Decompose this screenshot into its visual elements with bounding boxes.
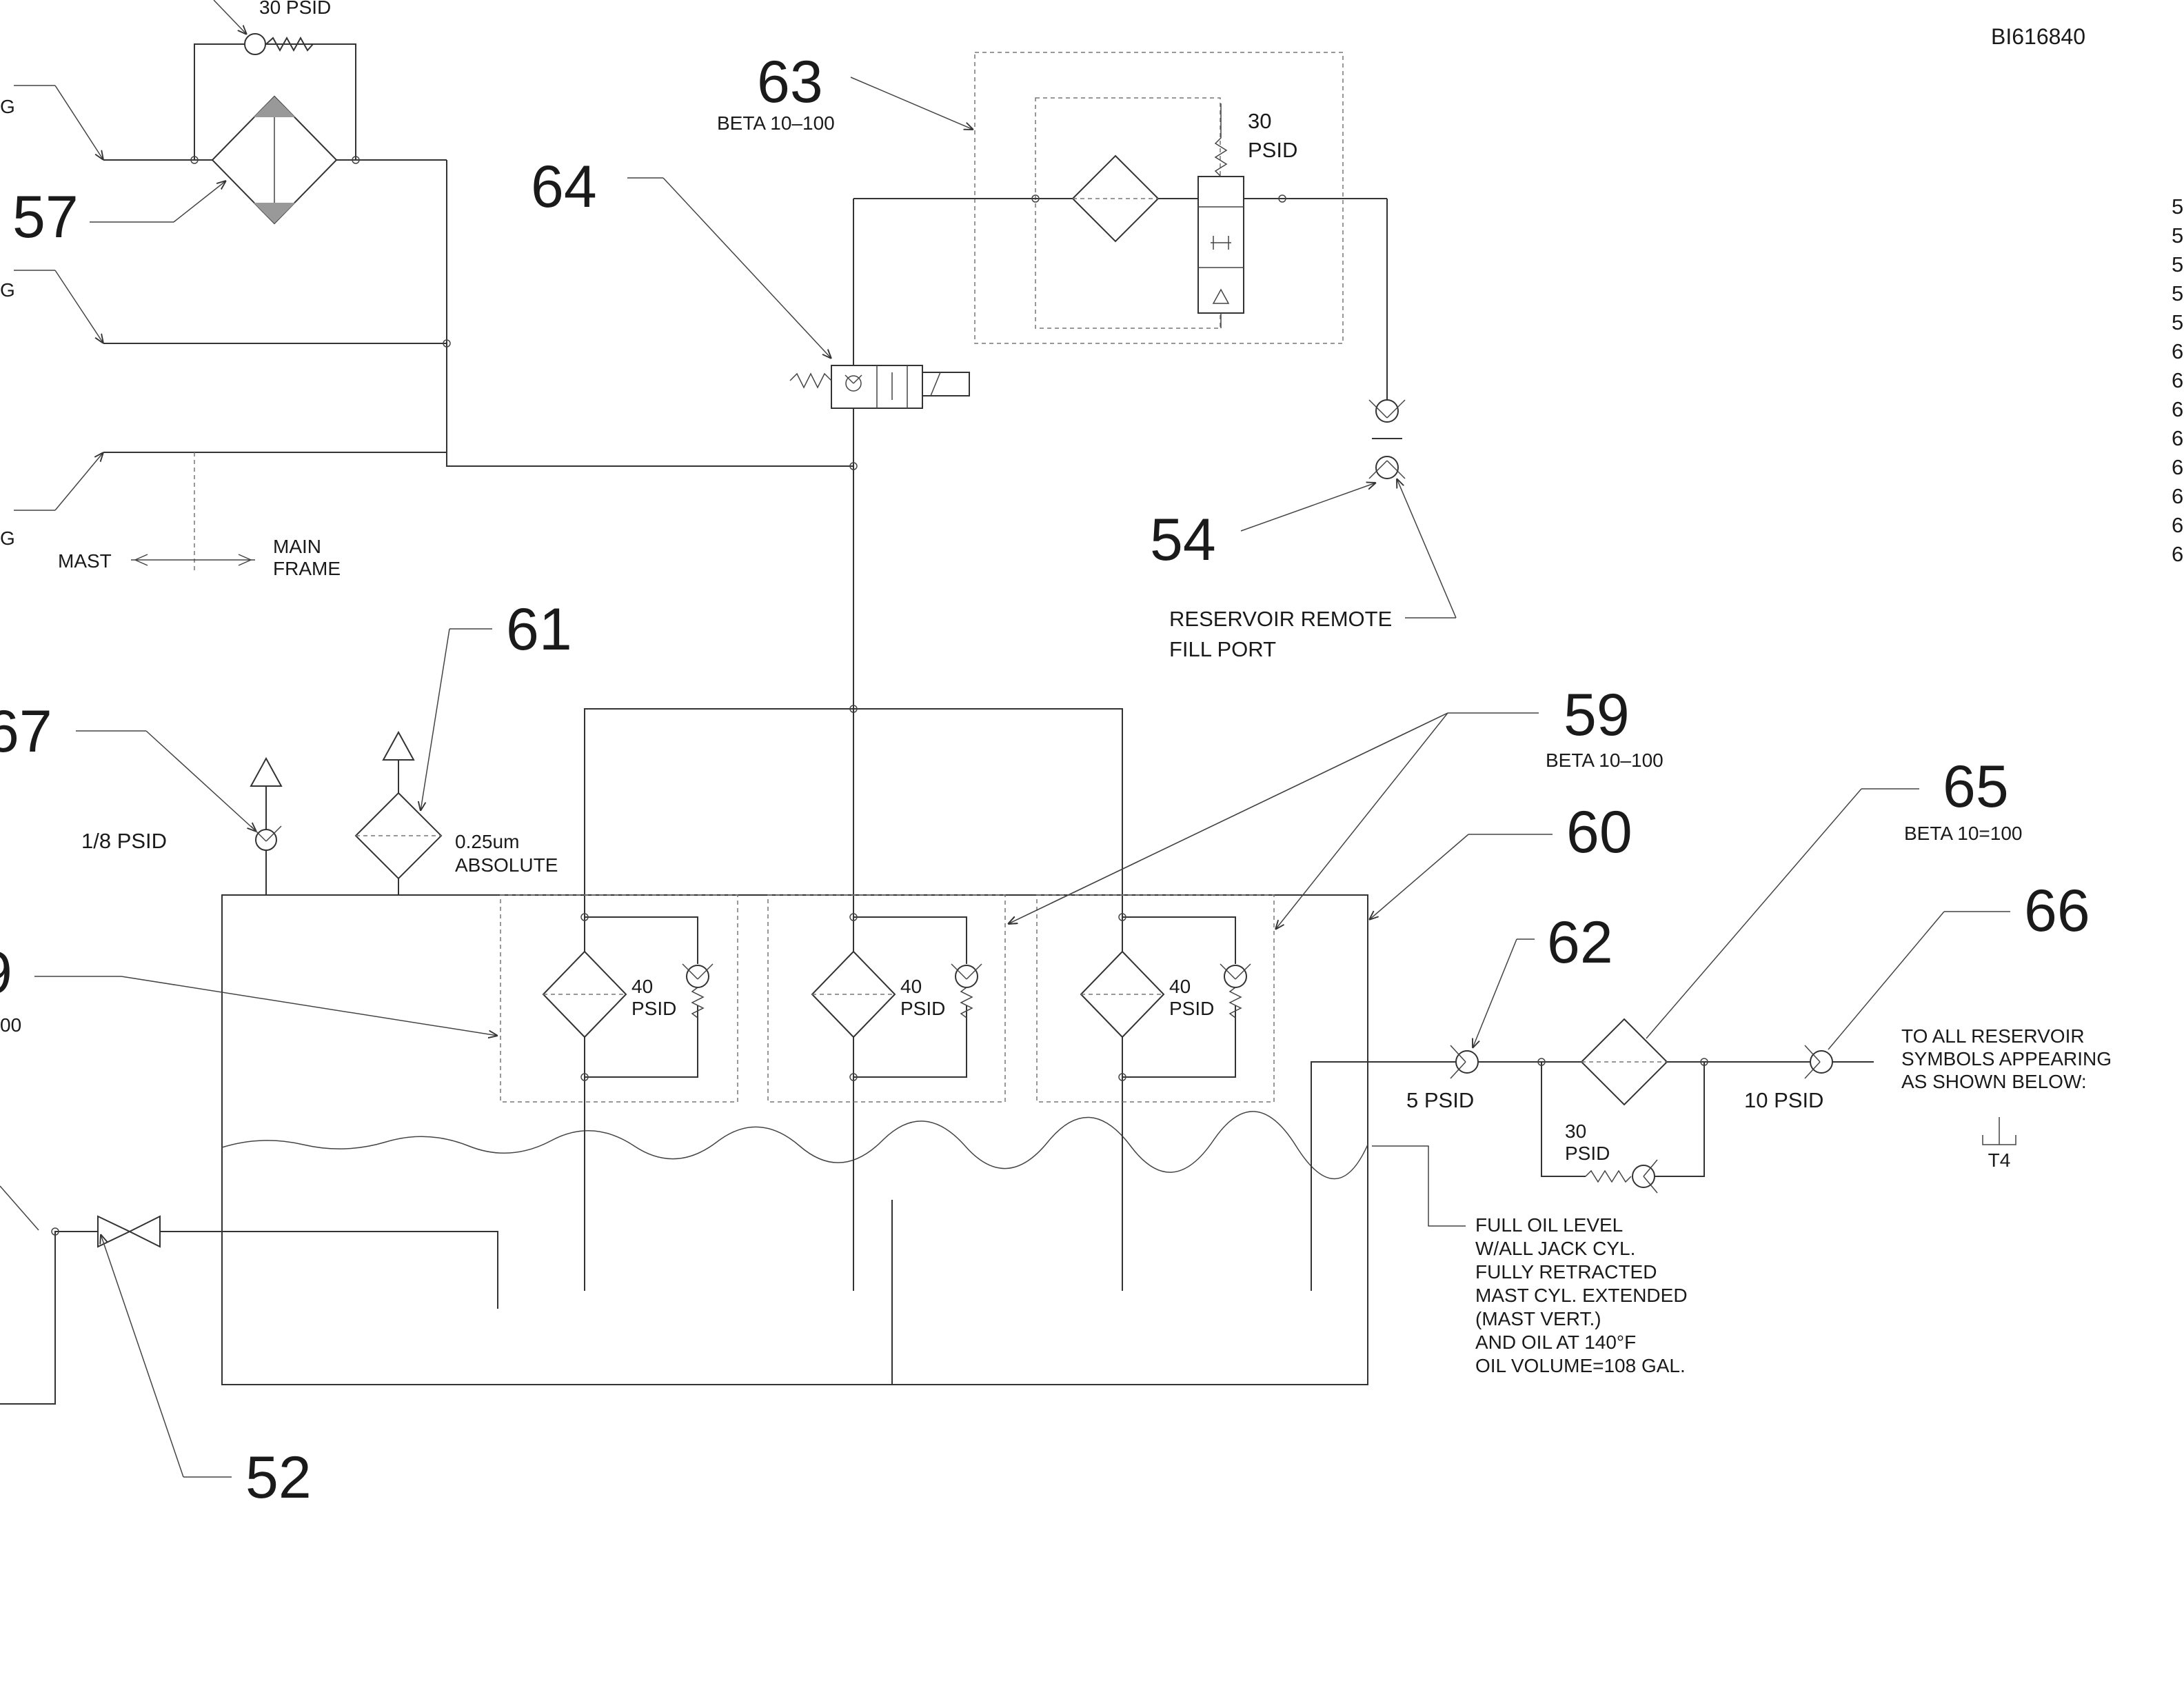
return-filters-59: 40 PSID 40 PSID 40 PSID 59 BETA 10–100 <box>500 682 1664 1291</box>
check-66-label: 10 PSID <box>1744 1088 1823 1112</box>
reservoir-note-line-2: SYMBOLS APPEARING <box>1901 1048 2112 1069</box>
main-frame-label-1: MAIN <box>273 536 321 557</box>
drawing-id: BI616840 <box>1991 24 2085 49</box>
relief-63-label-2: PSID <box>1248 138 1297 162</box>
bypass-check-valve-icon <box>244 33 266 55</box>
reservoir-symbol-icon <box>1982 1117 2016 1145</box>
filter-63-assembly: 63 BETA 10–100 30 PSID <box>717 49 1387 344</box>
edge-digit-6: 6 <box>2172 339 2183 363</box>
edge-digit-7: 6 <box>2172 368 2183 392</box>
breather-filter-label-1: 0.25um <box>455 831 519 852</box>
edge-digit-10: 6 <box>2172 455 2183 479</box>
oil-note-line-1: FULL OIL LEVEL <box>1475 1214 1623 1236</box>
callout-54: 54 <box>1150 507 1216 573</box>
edge-digit-13: 6 <box>2172 542 2183 566</box>
callout-64: 64 <box>531 154 597 220</box>
callout-65: 65 <box>1943 754 2009 820</box>
callout-52: 52 <box>245 1445 312 1511</box>
filter-63-icon <box>1071 154 1160 243</box>
left-cut-text-2: G <box>0 279 15 301</box>
coupler-half-top-icon <box>1375 399 1399 423</box>
oil-note-line-6: AND OIL AT 140°F <box>1475 1332 1636 1353</box>
edge-digit-4: 5 <box>2172 281 2183 305</box>
oil-level-note: FULL OIL LEVEL W/ALL JACK CYL. FULLY RET… <box>1372 1145 1688 1376</box>
bypass-65-label-2: PSID <box>1565 1143 1610 1164</box>
left-cut-text-4: 00 <box>0 1014 21 1036</box>
check-62-icon <box>1455 1050 1479 1074</box>
drain-valve-52: 52 <box>0 1185 498 1511</box>
filter-3-bypass-label-2: PSID <box>1169 998 1214 1019</box>
relief-63-label-1: 30 <box>1248 109 1271 133</box>
filter-57-group: 30 PSID 57 G <box>0 0 447 250</box>
filter-2-bypass-label-2: PSID <box>900 998 945 1019</box>
relief-valve-63-icon <box>1197 176 1244 314</box>
callout-63: 63 <box>757 49 823 115</box>
edge-digit-8: 6 <box>2172 397 2183 421</box>
reservoir-note-line-1: TO ALL RESERVOIR <box>1901 1025 2085 1047</box>
callout-59: 59 <box>1564 682 1630 748</box>
callout-67: 67 <box>0 699 52 765</box>
edge-digit-9: 6 <box>2172 426 2183 450</box>
solenoid-valve-64: 64 <box>531 154 970 709</box>
left-cut-text-3: G <box>0 528 15 549</box>
reservoir-note-line-3: AS SHOWN BELOW: <box>1901 1071 2087 1092</box>
beta-63-label: BETA 10–100 <box>717 112 835 134</box>
breather-filter-label-2: ABSOLUTE <box>455 854 558 876</box>
filter-3-bypass-label-1: 40 <box>1169 976 1191 997</box>
breather-group: 67 1/8 PSID 61 0.25um ABSOLUTE <box>0 596 572 895</box>
gate-valve-icon <box>97 1215 132 1248</box>
mast-label: MAST <box>58 550 112 572</box>
remote-fill-label-2: FILL PORT <box>1169 637 1276 661</box>
callout-66: 66 <box>2024 878 2090 944</box>
coupler-half-bottom-icon <box>1375 456 1399 479</box>
remote-fill-label-1: RESERVOIR REMOTE <box>1169 607 1392 631</box>
reservoir-symbol-tag: T4 <box>1988 1149 2011 1171</box>
filter-1-bypass-label-1: 40 <box>631 976 653 997</box>
edge-digit-11: 6 <box>2172 484 2183 508</box>
breather-check-valve-icon <box>255 829 277 851</box>
filter-2-bypass-label-1: 40 <box>900 976 922 997</box>
oil-note-line-3: FULLY RETRACTED <box>1475 1261 1657 1283</box>
remote-fill-coupler-54: 54 RESERVOIR REMOTE FILL PORT <box>1150 199 1457 661</box>
breather-filter-vent-icon <box>382 730 415 761</box>
filter-65-icon <box>1580 1018 1668 1106</box>
reservoir <box>221 894 1368 1385</box>
check-62-label: 5 PSID <box>1406 1088 1474 1112</box>
oil-note-line-2: W/ALL JACK CYL. <box>1475 1238 1635 1259</box>
callout-62: 62 <box>1547 910 1613 976</box>
return-circuit: 5 PSID 10 PSID 30 PSID 62 65 BETA 10=100… <box>1311 754 2112 1291</box>
bypass-65-label-1: 30 <box>1565 1121 1586 1142</box>
oil-note-line-5: (MAST VERT.) <box>1475 1308 1601 1329</box>
mast-lines: G G MAST MAIN FRAME <box>0 160 853 579</box>
callout-61: 61 <box>506 596 572 663</box>
breather-check-label: 1/8 PSID <box>81 829 167 853</box>
edge-digit-3: 5 <box>2172 252 2183 277</box>
callout-57: 57 <box>12 184 79 250</box>
bypass-loop <box>194 43 356 160</box>
main-frame-label-2: FRAME <box>273 558 341 579</box>
check-66-icon <box>1810 1050 1833 1074</box>
edge-digit-12: 6 <box>2172 513 2183 537</box>
left-cut-text-1: G <box>0 96 15 117</box>
oil-level-line <box>221 1111 1368 1180</box>
edge-digit-5: 5 <box>2172 310 2183 334</box>
oil-note-line-4: MAST CYL. EXTENDED <box>1475 1285 1688 1306</box>
callout-60: 60 <box>1566 799 1632 865</box>
breather-filter-icon <box>354 792 443 880</box>
filter-1-bypass-label-2: PSID <box>631 998 676 1019</box>
oil-note-line-7: OIL VOLUME=108 GAL. <box>1475 1355 1686 1376</box>
top-relief-label: 30 PSID <box>259 0 331 18</box>
right-edge-list: 5 5 5 5 5 6 6 6 6 6 6 6 6 <box>2172 194 2183 566</box>
beta-59-label: BETA 10–100 <box>1546 750 1664 771</box>
beta-65-label: BETA 10=100 <box>1904 823 2023 844</box>
callout-9: 9 <box>0 940 12 1006</box>
edge-digit-2: 5 <box>2172 223 2183 248</box>
breather-vent-icon <box>250 756 283 787</box>
solenoid-icon <box>922 372 970 396</box>
edge-digit-1: 5 <box>2172 194 2183 219</box>
